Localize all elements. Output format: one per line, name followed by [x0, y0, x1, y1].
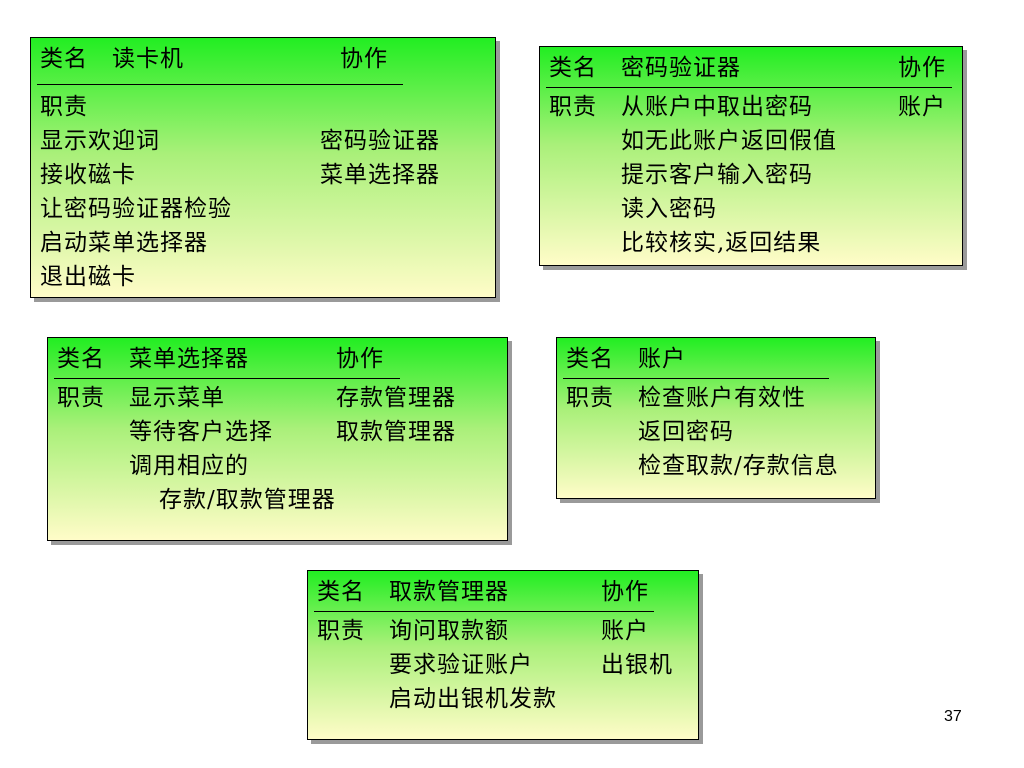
- resp-label: 职责: [57, 385, 105, 411]
- class-name: 取款管理器: [389, 579, 509, 605]
- crc-card-menu-selector: 类名 菜单选择器 协作 职责 显示菜单 等待客户选择 调用相应的 存款/取款管理…: [47, 337, 508, 541]
- class-label: 类名: [566, 346, 614, 372]
- collaborator-item: 取款管理器: [336, 419, 456, 445]
- crc-card-account: 类名 账户 职责 检查账户有效性 返回密码 检查取款/存款信息: [556, 337, 876, 499]
- collaborator-item: 出银机: [601, 652, 673, 678]
- resp-label: 职责: [566, 385, 614, 411]
- class-label: 类名: [57, 346, 105, 372]
- page-number: 37: [944, 708, 962, 725]
- collab-label: 协作: [336, 346, 384, 372]
- header-rule: [314, 611, 654, 612]
- collaborator-item: 菜单选择器: [320, 162, 440, 188]
- header-rule: [37, 84, 403, 85]
- responsibility-item: 接收磁卡: [40, 162, 136, 188]
- responsibility-item: 等待客户选择: [129, 419, 273, 445]
- resp-label: 职责: [549, 94, 597, 120]
- class-name: 菜单选择器: [129, 346, 249, 372]
- resp-label: 职责: [40, 94, 88, 120]
- collaborator-item: 存款管理器: [336, 385, 456, 411]
- collab-label: 协作: [340, 46, 388, 72]
- class-name: 账户: [638, 346, 686, 372]
- responsibility-item: 显示菜单: [129, 385, 225, 411]
- class-name: 读卡机: [112, 46, 184, 72]
- collaborator-item: 密码验证器: [320, 128, 440, 154]
- class-name: 密码验证器: [621, 55, 741, 81]
- responsibility-item: 返回密码: [638, 419, 734, 445]
- class-label: 类名: [40, 46, 88, 72]
- responsibility-item: 提示客户输入密码: [621, 162, 813, 188]
- responsibility-item: 比较核实,返回结果: [621, 230, 822, 256]
- responsibility-item: 显示欢迎词: [40, 128, 160, 154]
- responsibility-item: 要求验证账户: [389, 652, 533, 678]
- responsibility-item: 启动菜单选择器: [40, 230, 208, 256]
- responsibility-item: 启动出银机发款: [389, 686, 557, 712]
- collaborator-item: 账户: [898, 94, 946, 120]
- responsibility-item: 退出磁卡: [40, 264, 136, 290]
- responsibility-item: 读入密码: [621, 196, 717, 222]
- collaborator-item: 账户: [601, 618, 649, 644]
- class-label: 类名: [317, 579, 365, 605]
- resp-label: 职责: [317, 618, 365, 644]
- header-rule: [546, 87, 952, 88]
- responsibility-item: 如无此账户返回假值: [621, 128, 837, 154]
- responsibility-item: 让密码验证器检验: [40, 196, 232, 222]
- collab-label: 协作: [898, 55, 946, 81]
- responsibility-item: 询问取款额: [389, 618, 509, 644]
- responsibility-item: 检查账户有效性: [638, 385, 806, 411]
- crc-card-withdrawal-manager: 类名 取款管理器 协作 职责 询问取款额 要求验证账户 启动出银机发款 账户 出…: [307, 570, 699, 740]
- crc-card-password-verifier: 类名 密码验证器 协作 职责 从账户中取出密码 如无此账户返回假值 提示客户输入…: [539, 46, 963, 266]
- responsibility-item: 检查取款/存款信息: [638, 453, 839, 479]
- class-label: 类名: [549, 55, 597, 81]
- crc-card-card-reader: 类名 读卡机 协作 职责 显示欢迎词 接收磁卡 让密码验证器检验 启动菜单选择器…: [30, 37, 496, 298]
- responsibility-item: 存款/取款管理器: [159, 487, 336, 513]
- responsibility-item: 从账户中取出密码: [621, 94, 813, 120]
- header-rule: [563, 378, 829, 379]
- responsibility-item: 调用相应的: [129, 453, 249, 479]
- header-rule: [54, 378, 400, 379]
- collab-label: 协作: [601, 579, 649, 605]
